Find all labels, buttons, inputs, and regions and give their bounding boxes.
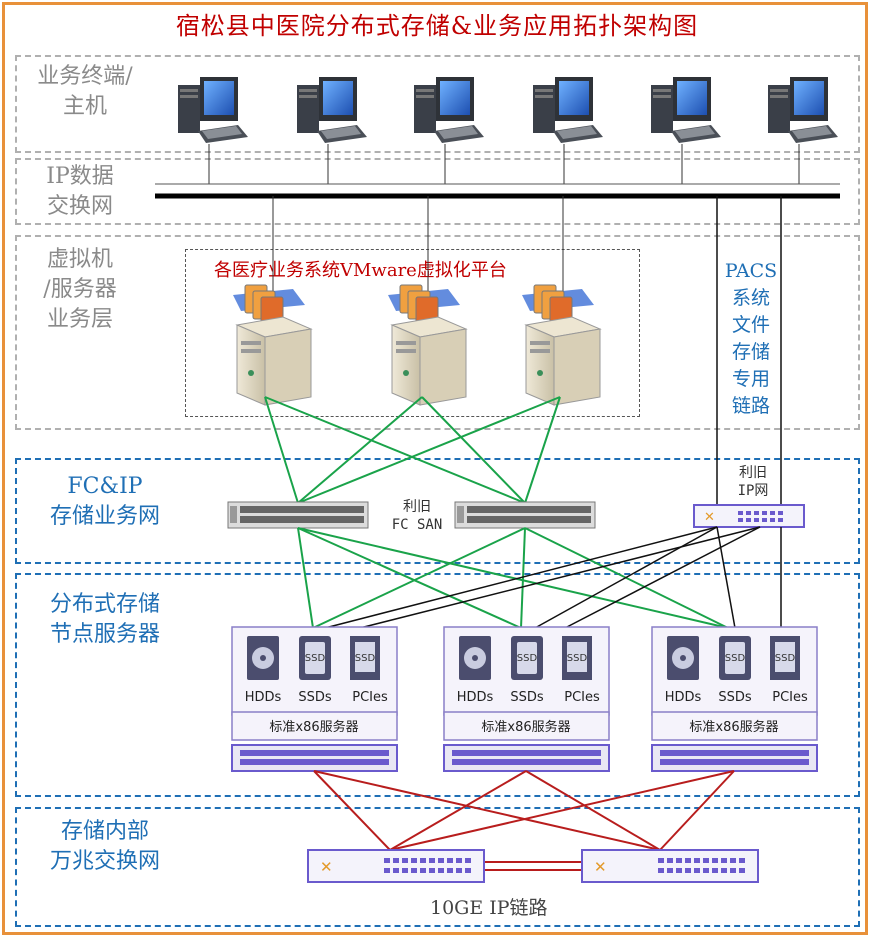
storage-node-1: SSD SSD HDDs SSDs PCIes 标准x86服务器 [231, 626, 398, 772]
desktop-computer-icon [178, 77, 248, 143]
ip-switch-icon: ✕ [307, 849, 485, 883]
pacs-links [716, 196, 782, 505]
hard-disk-icon [667, 636, 699, 680]
zone-distributed [15, 573, 860, 797]
hard-disk-icon [247, 636, 279, 680]
vm-platform-frame [185, 249, 640, 417]
tower-server-icon [232, 284, 312, 406]
svg-text:HDDs: HDDs [457, 690, 494, 705]
label-vm-layer: 虚拟机 /服务器 业务层 [43, 247, 117, 332]
svg-text:SSD: SSD [775, 653, 796, 664]
pcie-card-icon: SSD [562, 636, 592, 680]
ssd-icon: SSD [299, 636, 331, 680]
label-internal: 存储内部 万兆交换网 [49, 819, 160, 874]
svg-text:标准x86服务器: 标准x86服务器 [689, 719, 778, 735]
svg-text:SSDs: SSDs [298, 690, 332, 705]
label-ip-switch: IP数据 交换网 [46, 164, 114, 219]
pcie-card-icon: SSD [770, 636, 800, 680]
terminal-row [178, 77, 838, 143]
svg-text:标准x86服务器: 标准x86服务器 [269, 719, 358, 735]
zone-ip-switch [15, 158, 860, 225]
10ge-link-label: 10GE IP链路 [430, 897, 548, 919]
ssd-icon: SSD [511, 636, 543, 680]
ip-switch-icon: ✕ [693, 504, 805, 528]
svg-text:SSD: SSD [725, 653, 746, 664]
svg-text:SSD: SSD [355, 653, 376, 664]
svg-text:SSD: SSD [305, 653, 326, 664]
rack-server-icon [443, 744, 610, 772]
zone-internal [15, 807, 860, 927]
desktop-computer-icon [533, 77, 603, 143]
vm-platform-title: 各医疗业务系统VMware虚拟化平台 [214, 260, 507, 281]
zone-vm-layer [15, 235, 860, 430]
diagram-title: 宿松县中医院分布式存储&业务应用拓扑架构图 [175, 12, 699, 40]
desktop-computer-icon [768, 77, 838, 143]
label-fc-ip: FC&IP 存储业务网 [49, 474, 160, 529]
svg-text:SSDs: SSDs [718, 690, 752, 705]
reuse-ip-label: 利旧 IP网 [737, 465, 769, 499]
terminal-links [208, 144, 800, 184]
label-distributed: 分布式存储 节点服务器 [49, 592, 160, 647]
ssd-icon: SSD [719, 636, 751, 680]
svg-text:HDDs: HDDs [245, 690, 282, 705]
fc-switch-right [454, 501, 596, 529]
svg-text:PCIes: PCIes [352, 690, 388, 705]
red-links-internal [313, 770, 735, 871]
green-links-vm-fc [264, 396, 561, 504]
vm-uplinks [272, 196, 564, 295]
fc-switch-left [227, 501, 369, 529]
ip-switch-icon: ✕ [581, 849, 759, 883]
rack-server-icon [651, 744, 818, 772]
storage-node-3: SSD SSD HDDs SSDs PCIes 标准x86服务器 [651, 626, 818, 772]
label-terminal: 业务终端/ 主机 [37, 64, 133, 119]
svg-text:标准x86服务器: 标准x86服务器 [481, 719, 570, 735]
svg-text:✕: ✕ [594, 858, 607, 876]
pacs-link-label: PACS 系统 文件 存储 专用 链路 [724, 260, 778, 417]
tower-server-icon [521, 284, 601, 406]
svg-text:PCIes: PCIes [564, 690, 600, 705]
svg-text:SSD: SSD [567, 653, 588, 664]
desktop-computer-icon [297, 77, 367, 143]
svg-text:PCIes: PCIes [772, 690, 808, 705]
tower-server-icon [387, 284, 467, 406]
zone-fc-ip [15, 458, 860, 564]
black-links-ip-storage [324, 526, 782, 629]
desktop-computer-icon [651, 77, 721, 143]
desktop-computer-icon [414, 77, 484, 143]
pcie-card-icon: SSD [350, 636, 380, 680]
zone-terminal [15, 55, 860, 153]
svg-text:HDDs: HDDs [665, 690, 702, 705]
svg-text:SSD: SSD [517, 653, 538, 664]
reuse-fc-label: 利旧 FC SAN [391, 499, 443, 533]
storage-node-2: SSD SSD HDDs SSDs PCIes 标准x86服务器 [443, 626, 610, 772]
svg-text:✕: ✕ [320, 858, 333, 876]
svg-text:SSDs: SSDs [510, 690, 544, 705]
rack-server-icon [231, 744, 398, 772]
green-links-fc-storage [297, 527, 729, 629]
svg-text:✕: ✕ [704, 510, 715, 525]
hard-disk-icon [459, 636, 491, 680]
